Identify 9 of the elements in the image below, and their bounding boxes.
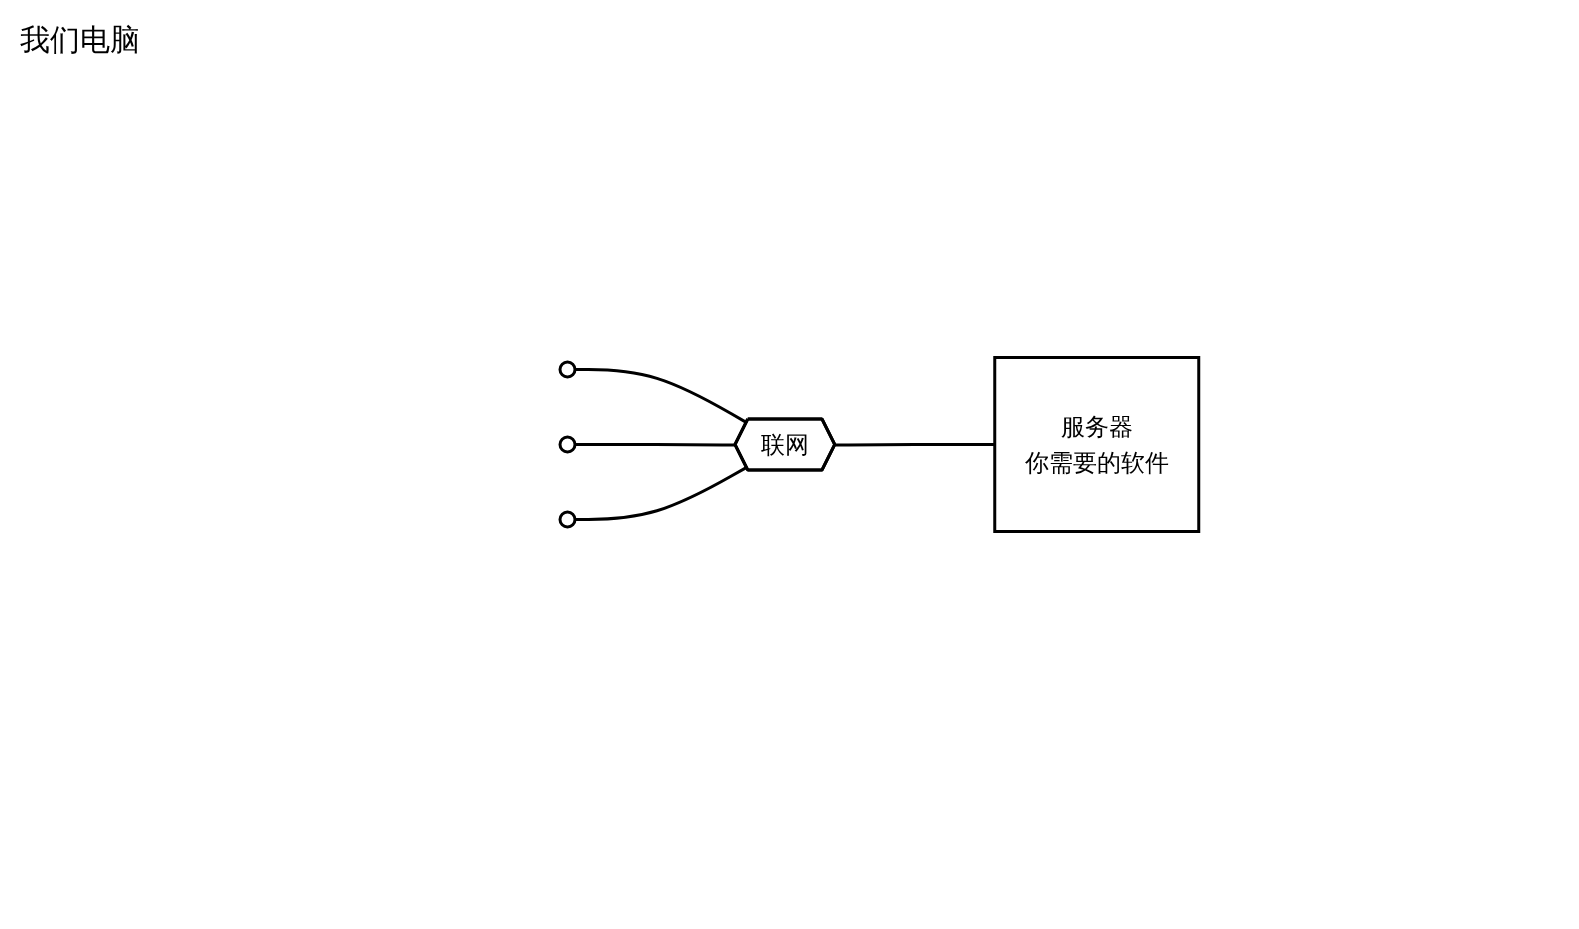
node-circle — [558, 510, 577, 529]
group-heading: 我们电脑 — [20, 21, 141, 59]
node-circle — [558, 360, 577, 379]
connector — [575, 368, 748, 424]
connector — [575, 443, 736, 447]
connector — [835, 443, 995, 447]
connector — [575, 466, 748, 521]
node-box: 服务器 你需要的软件 — [993, 356, 1201, 533]
node-circle — [558, 435, 577, 454]
